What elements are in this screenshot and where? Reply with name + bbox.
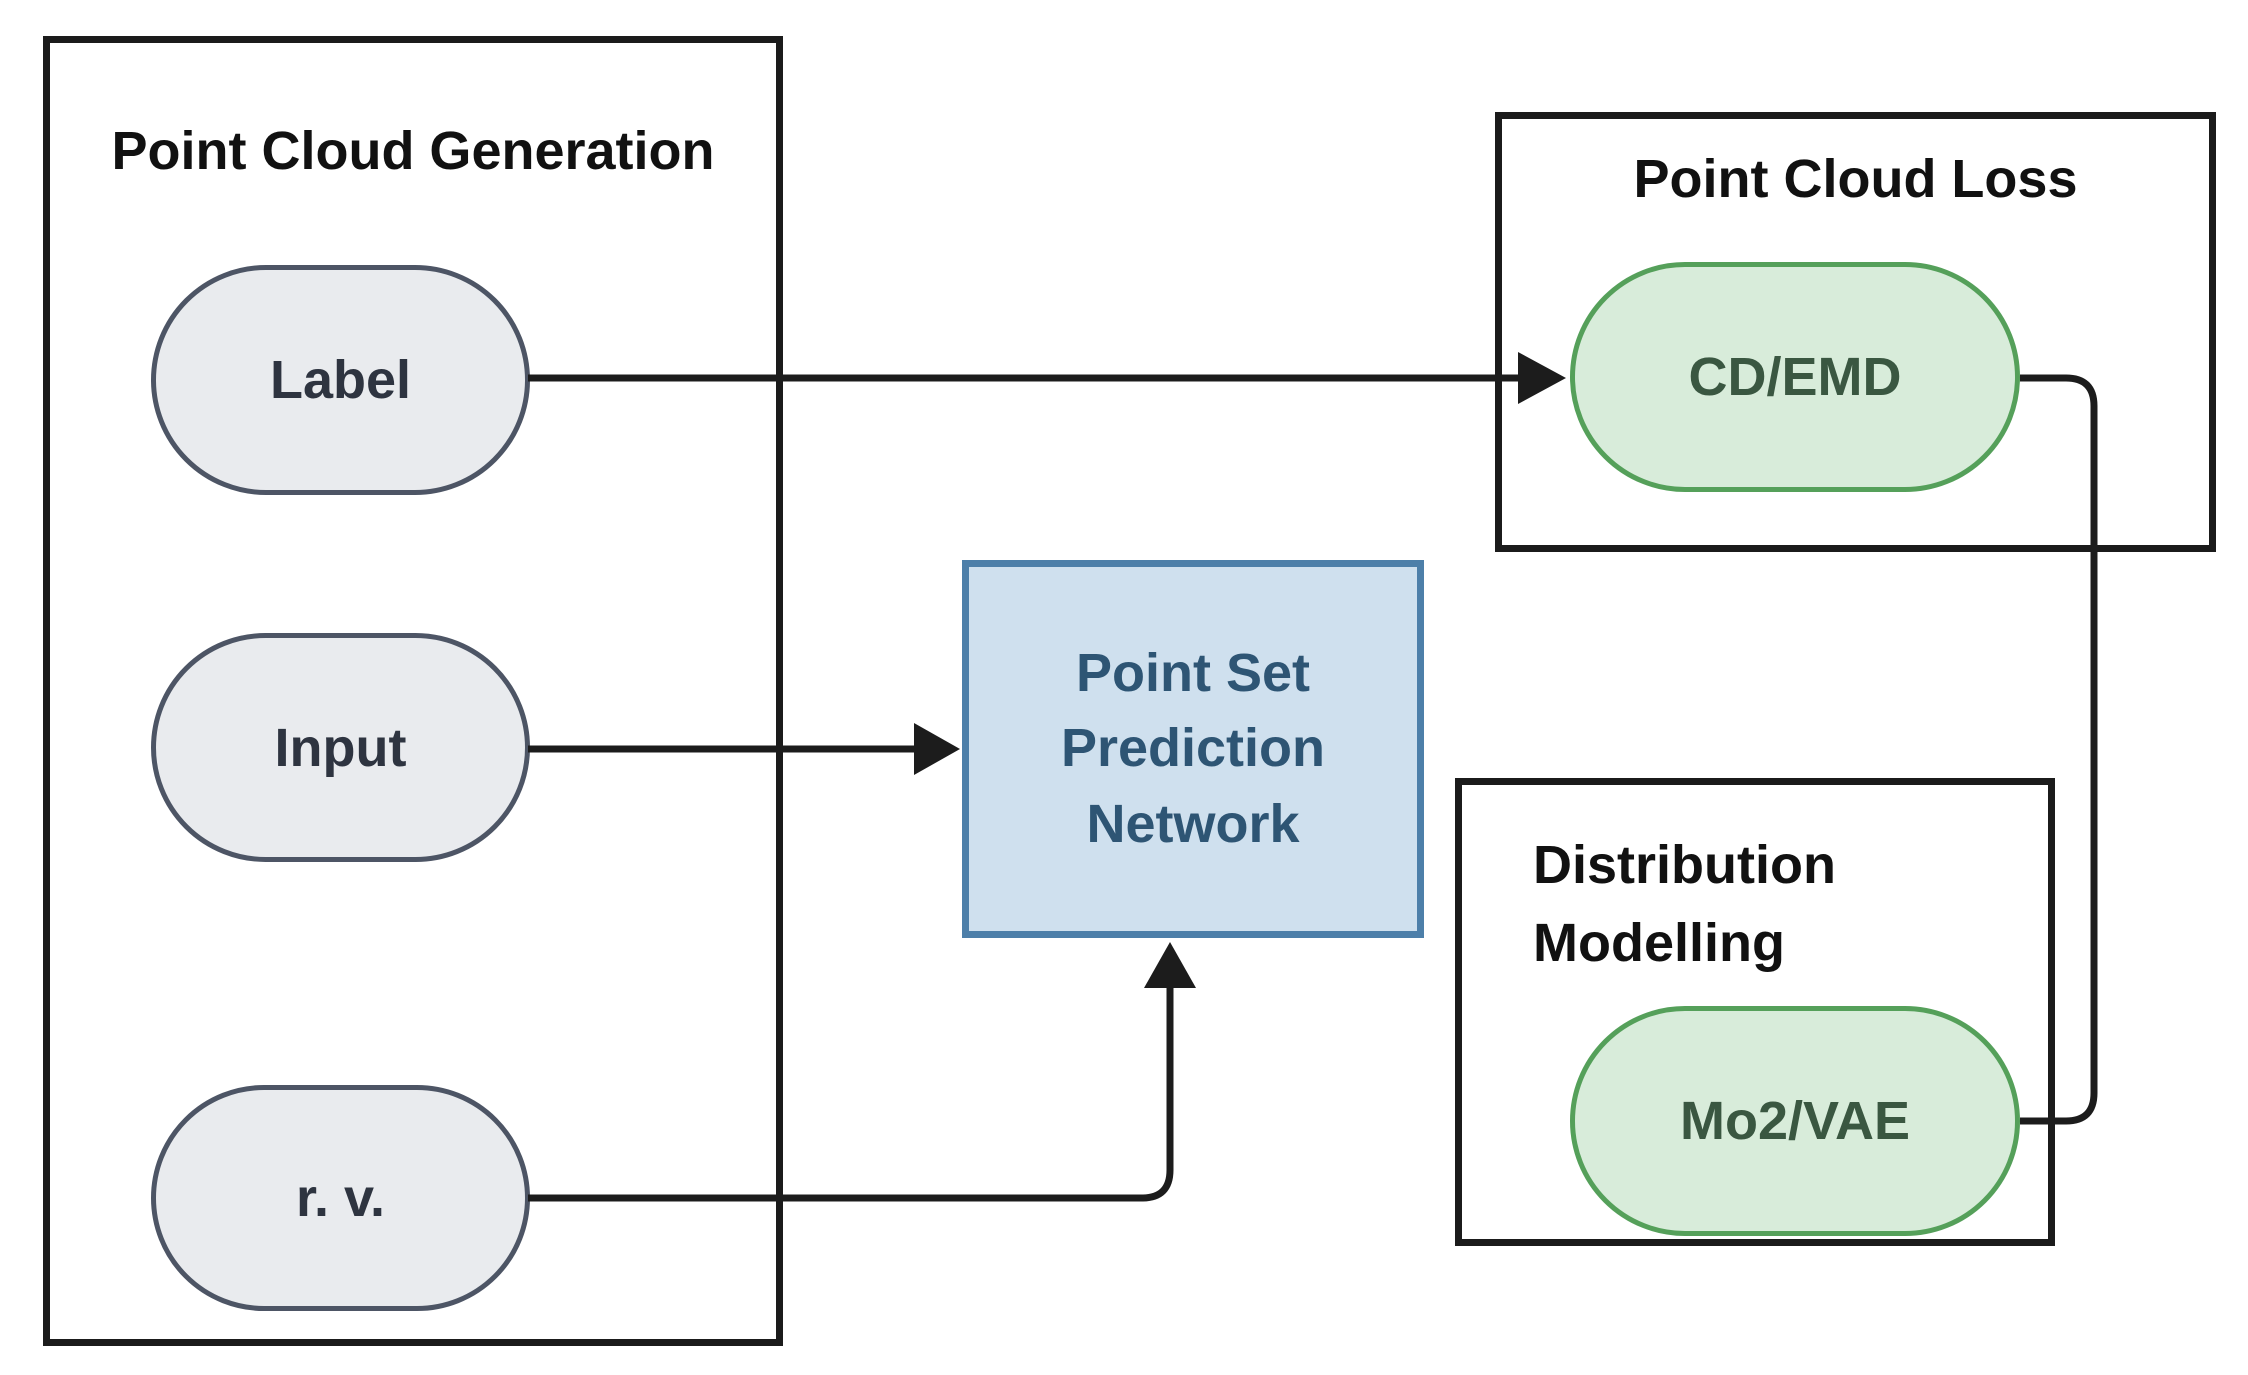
point-cloud-generation-title: Point Cloud Generation xyxy=(111,121,715,181)
point-set-prediction-network-box: Point Set Prediction Network xyxy=(962,560,1424,938)
distribution-title-line1: Distribution xyxy=(1533,835,1836,895)
mo2-vae-node-text: Mo2/VAE xyxy=(1679,1091,1911,1151)
network-text-line2: Prediction xyxy=(1060,718,1326,779)
network-text-line1: Point Set xyxy=(1075,642,1310,703)
mo2-vae-node: Mo2/VAE xyxy=(1570,1006,2020,1236)
rv-node: r. v. xyxy=(151,1085,530,1311)
network-text-line3: Network xyxy=(1086,793,1300,854)
distribution-modelling-title: Distribution Modelling xyxy=(1533,826,2033,983)
label-node: Label xyxy=(151,265,530,495)
point-cloud-loss-title: Point Cloud Loss xyxy=(1633,149,2078,209)
distribution-title-line2: Modelling xyxy=(1533,913,1785,974)
input-node-text: Input xyxy=(274,717,407,778)
cd-emd-node: CD/EMD xyxy=(1570,262,2020,492)
rv-node-text: r. v. xyxy=(295,1168,386,1228)
label-node-text: Label xyxy=(269,350,412,410)
input-node: Input xyxy=(151,633,530,862)
cd-emd-node-text: CD/EMD xyxy=(1688,347,1902,407)
